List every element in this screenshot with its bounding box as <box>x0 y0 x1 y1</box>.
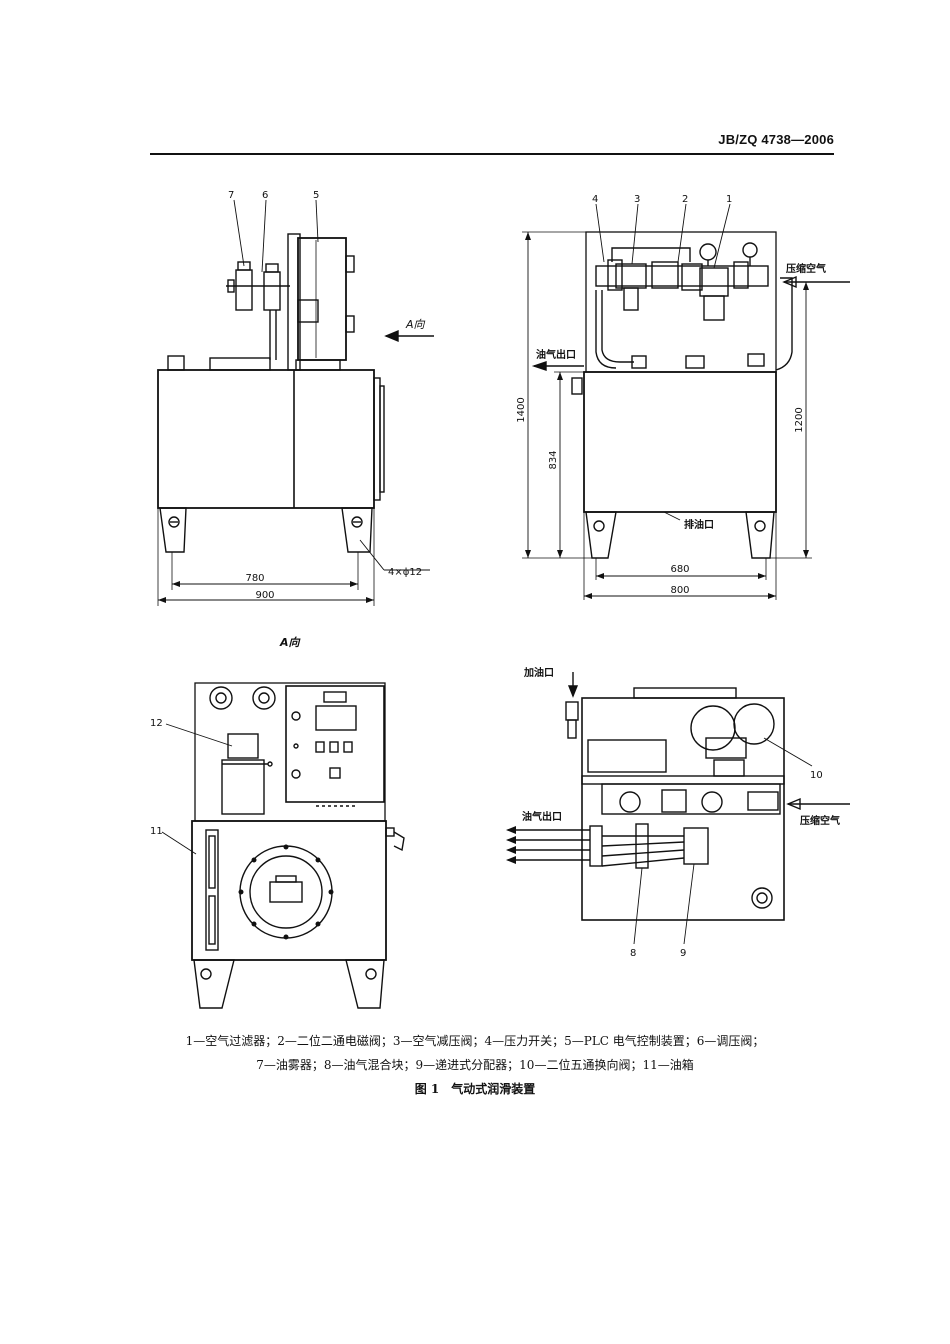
callout-11: 11 <box>150 826 163 837</box>
label-compressed-air-top: 压缩空气 <box>800 814 840 827</box>
callout-4: 4 <box>592 194 598 205</box>
figure-drawing: 7 6 5 A向 780 900 4×ϕ12 <box>150 190 850 1009</box>
label-compressed-air-side: 压缩空气 <box>786 262 826 275</box>
label-drain-outlet: 排油口 <box>684 518 714 531</box>
dim-800: 800 <box>670 585 689 596</box>
front-view <box>157 199 434 606</box>
top-view <box>512 672 850 945</box>
label-oil-gas-outlet-top: 油气出口 <box>522 810 562 823</box>
dim-780: 780 <box>245 573 264 584</box>
dim-900: 900 <box>255 590 274 601</box>
callout-10: 10 <box>810 770 823 781</box>
a-view-flange-bolts <box>238 844 334 940</box>
dim-holes: 4×ϕ12 <box>388 567 422 578</box>
figure-title: 图 1 气动式润滑装置 <box>414 1082 536 1096</box>
callout-5: 5 <box>313 190 319 201</box>
callout-9: 9 <box>680 948 686 959</box>
callout-3: 3 <box>634 194 640 205</box>
dim-834: 834 <box>548 450 559 469</box>
label-oil-gas-outlet-side: 油气出口 <box>536 348 576 361</box>
legend-line-1: 1—空气过滤器；2—二位二通电磁阀；3—空气减压阀；4—压力开关；5—PLC 电… <box>185 1034 765 1048</box>
callout-1: 1 <box>726 194 732 205</box>
dim-680: 680 <box>670 564 689 575</box>
callout-2: 2 <box>682 194 688 205</box>
dim-1200: 1200 <box>794 407 805 432</box>
a-view-title: A向 <box>279 636 302 649</box>
direction-label-a: A向 <box>405 318 426 331</box>
label-fill-inlet: 加油口 <box>523 666 554 679</box>
a-view <box>161 682 405 1009</box>
legend-line-2: 7—油雾器；8—油气混合块；9—递进式分配器；10—二位五通换向阀；11—油箱 <box>256 1058 694 1072</box>
header-rule <box>150 153 834 155</box>
dim-1400: 1400 <box>516 397 527 422</box>
standard-code: JB/ZQ 4738—2006 <box>718 132 834 147</box>
top-view-outlet-arrowheads <box>506 826 516 864</box>
callout-6: 6 <box>262 190 268 201</box>
callout-8: 8 <box>630 948 636 959</box>
callout-12: 12 <box>150 718 163 729</box>
callout-7: 7 <box>228 190 234 201</box>
side-view <box>522 203 850 600</box>
